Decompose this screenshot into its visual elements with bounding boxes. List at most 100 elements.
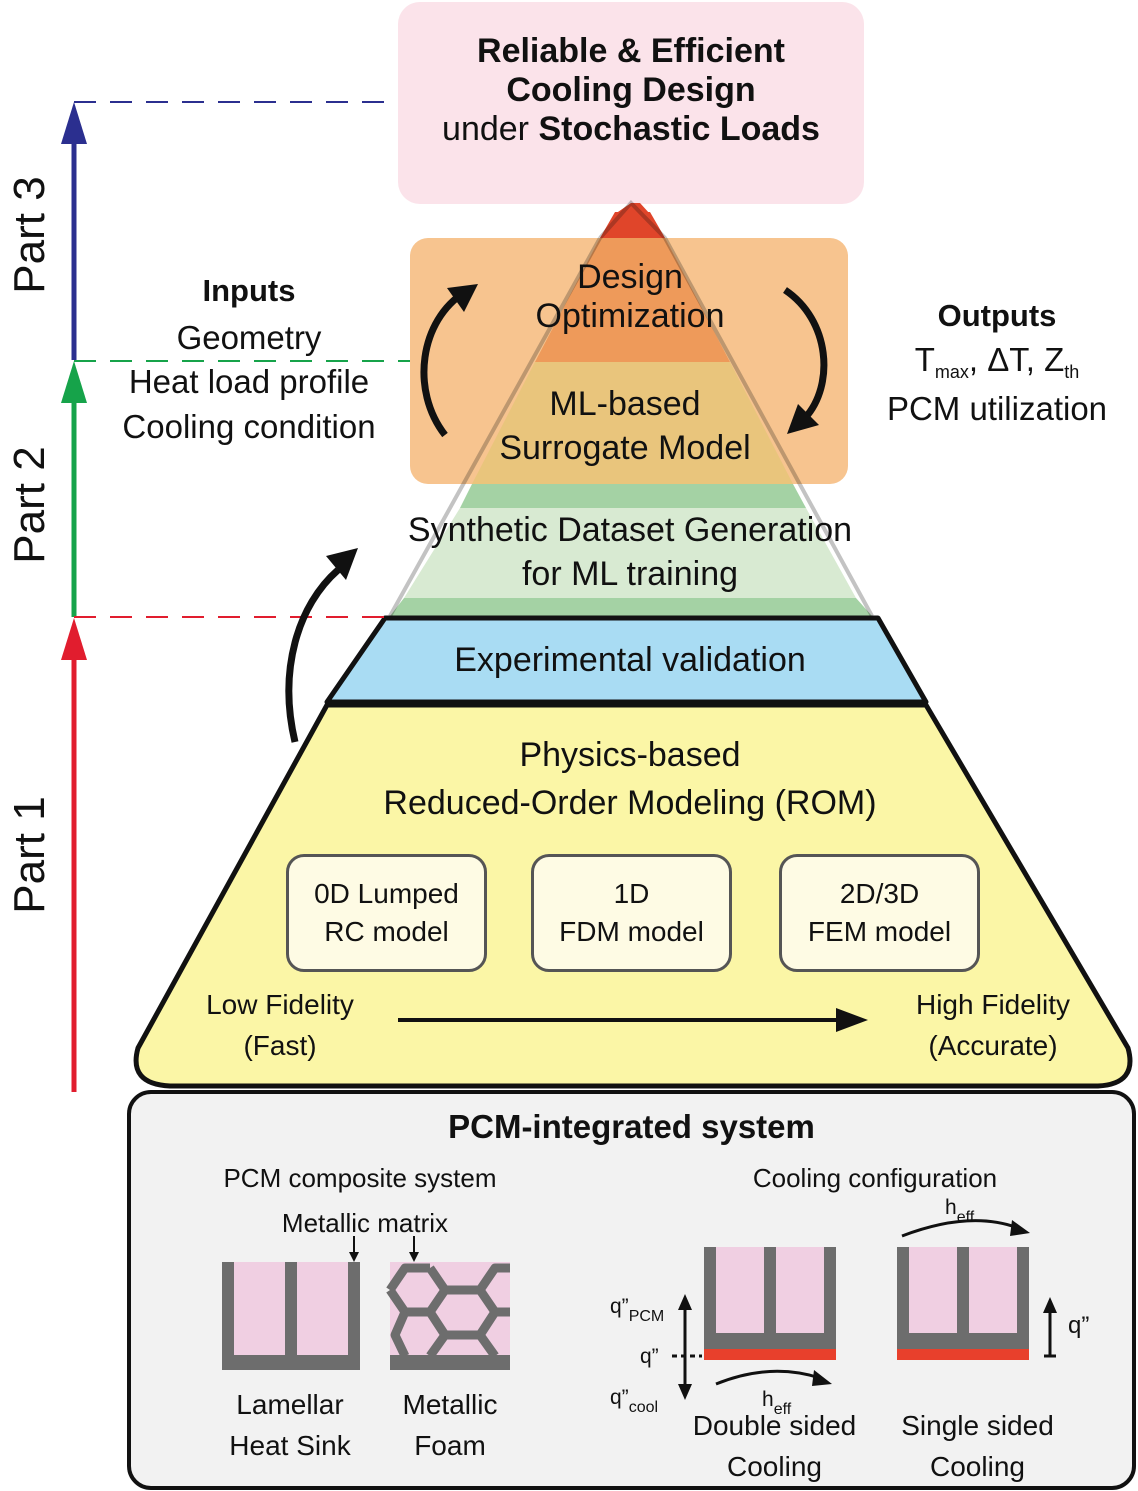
q-single-label: q” xyxy=(1068,1312,1090,1339)
output-tmax-sub: max xyxy=(934,362,969,383)
high-fidelity-line2: (Accurate) xyxy=(928,1029,1058,1061)
q-cool-label: q”cool xyxy=(610,1386,680,1417)
input-heat-load: Heat load profile xyxy=(128,363,370,401)
pcm-system-panel xyxy=(127,1090,1136,1490)
heff-arrow-single xyxy=(901,1219,1019,1238)
q-pcm-symbol: q” xyxy=(610,1295,629,1318)
goal-box xyxy=(398,2,864,204)
q-label: q” xyxy=(640,1345,659,1368)
heff-arrowhead-double xyxy=(812,1370,832,1386)
model-box-2d3d: 2D/3D FEM model xyxy=(779,854,980,972)
model-1d-line1: 1D xyxy=(613,878,650,910)
pyramid-tip-lower xyxy=(600,212,665,238)
heff-arrow-double xyxy=(715,1369,821,1386)
goal-line3: under Stochastic Loads xyxy=(398,110,864,149)
design-layer xyxy=(535,238,730,362)
rom-label: Physics-based Reduced-Order Modeling (RO… xyxy=(300,732,960,827)
low-fidelity-label: Low Fidelity (Fast) xyxy=(180,985,380,1066)
model-0d-line1: 0D Lumped xyxy=(314,878,459,910)
lamellar-line1: Lamellar xyxy=(236,1389,344,1420)
outputs-title: Outputs xyxy=(937,298,1057,333)
surrogate-model-label: ML-based Surrogate Model xyxy=(440,382,810,470)
low-fidelity-line1: Low Fidelity xyxy=(206,989,354,1020)
output-z-sub: th xyxy=(1064,362,1080,383)
goal-line3-prefix: under xyxy=(442,110,539,149)
q-cool-symbol: q” xyxy=(610,1386,629,1409)
metallic-foam-graphic xyxy=(386,1262,510,1370)
pyramid-outline xyxy=(388,200,874,617)
model-0d-line2: RC model xyxy=(324,916,449,947)
q-single-head xyxy=(1043,1297,1057,1313)
rom-to-dataset-arrow xyxy=(285,567,341,743)
high-fidelity-label: High Fidelity (Accurate) xyxy=(888,985,1098,1066)
loop-arrow-right xyxy=(782,287,828,421)
goal-line1: Reliable & Efficient xyxy=(477,32,785,70)
heff-single-symbol: h xyxy=(945,1196,957,1219)
cooling-config-title: Cooling configuration xyxy=(752,1163,998,1193)
output-pcm-utilization: PCM utilization xyxy=(886,389,1108,427)
rom-to-dataset-arrowhead xyxy=(326,548,358,580)
surrogate-layer xyxy=(472,362,793,484)
q-pcm-label: q”PCM xyxy=(610,1295,680,1326)
part1-label: Part 1 xyxy=(5,796,54,914)
model-2d3d-line2: FEM model xyxy=(807,916,952,947)
part2-arrowhead xyxy=(61,361,87,403)
high-fidelity-line1: High Fidelity xyxy=(915,989,1071,1020)
model-2d3d-line1: 2D/3D xyxy=(839,878,920,910)
pcm-system-title: PCM-integrated system xyxy=(448,1108,815,1145)
heff-single-sub: eff xyxy=(956,1209,975,1226)
synthetic-band-bottom xyxy=(390,598,872,616)
model-1d-line2: FDM model xyxy=(559,916,704,947)
heff-arrowhead-single xyxy=(1010,1220,1030,1236)
foam-line1: Metallic xyxy=(402,1389,498,1420)
fidelity-arrowhead xyxy=(836,1008,868,1032)
q-cool-sub: cool xyxy=(628,1399,659,1416)
synthetic-dataset-label: Synthetic Dataset Generation for ML trai… xyxy=(330,508,930,596)
synthetic-line2: for ML training xyxy=(521,555,739,594)
loop-arrow-left xyxy=(420,289,467,438)
goal-title: Reliable & Efficient Cooling Design unde… xyxy=(398,32,864,149)
goal-line2: Cooling Design xyxy=(506,71,756,110)
input-geometry: Geometry xyxy=(176,318,322,356)
goal-line3-bold: Stochastic Loads xyxy=(538,110,820,149)
lamellar-label: Lamellar Heat Sink xyxy=(200,1385,380,1466)
design-opt-line1: Design xyxy=(577,258,683,296)
part3-label: Part 3 xyxy=(5,176,54,294)
double-line1: Double sided xyxy=(692,1410,857,1441)
q-down-head xyxy=(678,1384,692,1400)
q-pcm-sub: PCM xyxy=(628,1308,665,1325)
heff-double-symbol: h xyxy=(762,1388,774,1411)
double-sided-graphic xyxy=(704,1247,836,1360)
experimental-validation-label: Experimental validation xyxy=(454,641,806,679)
double-line2: Cooling xyxy=(727,1450,822,1482)
heff-double-sub: eff xyxy=(773,1401,792,1418)
outputs-metrics: Tmax, ΔT, Zth xyxy=(858,337,1136,385)
matrix-pointer-lamellar-head xyxy=(349,1252,359,1262)
single-sided-label: Single sided Cooling xyxy=(880,1406,1075,1487)
heff-label-single: heff xyxy=(945,1196,995,1227)
output-delta-z: , ΔT, Z xyxy=(968,341,1065,379)
rom-line2: Reduced-Order Modeling (ROM) xyxy=(383,783,877,822)
part1-arrowhead xyxy=(61,618,87,660)
synthetic-line1: Synthetic Dataset Generation xyxy=(407,511,853,549)
lamellar-line2: Heat Sink xyxy=(229,1429,351,1461)
lamellar-heat-sink-graphic xyxy=(222,1262,360,1370)
surrogate-line2: Surrogate Model xyxy=(499,429,751,468)
heff-label-double: heff xyxy=(762,1388,812,1419)
part3-arrowhead xyxy=(61,102,87,144)
single-line2: Cooling xyxy=(930,1450,1025,1482)
q-up-head xyxy=(678,1294,692,1310)
model-box-1d: 1D FDM model xyxy=(531,854,732,972)
input-cooling-condition: Cooling condition xyxy=(122,407,376,445)
validation-layer xyxy=(324,615,929,705)
low-fidelity-line2: (Fast) xyxy=(243,1029,317,1061)
double-sided-label: Double sided Cooling xyxy=(672,1406,877,1487)
inputs-title: Inputs xyxy=(202,273,296,308)
part2-label: Part 2 xyxy=(5,446,54,564)
synthetic-layer xyxy=(404,508,856,598)
pyramid-tip xyxy=(615,203,650,214)
model-box-0d: 0D Lumped RC model xyxy=(286,854,487,972)
surrogate-line1: ML-based xyxy=(549,385,701,423)
loop-arrowhead-right xyxy=(787,404,819,434)
single-line1: Single sided xyxy=(901,1410,1054,1441)
